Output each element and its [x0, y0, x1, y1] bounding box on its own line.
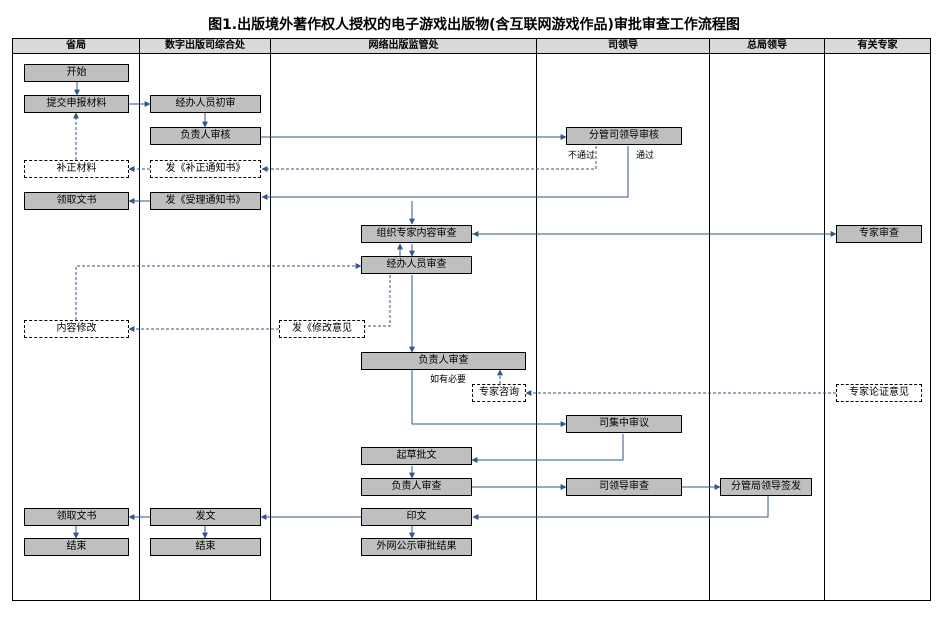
node-organize-expert-review: 组织专家内容审查: [361, 225, 472, 243]
node-expert-opinion: 专家论证意见: [836, 384, 922, 402]
lane-divider: [824, 38, 825, 601]
edge-label-pass: 通过: [636, 151, 655, 161]
node-send-supplement-notice: 发《补正通知书》: [150, 160, 261, 178]
node-receive-documents-2: 领取文书: [24, 508, 129, 526]
node-department-meeting: 司集中审议: [566, 415, 682, 433]
lane-header-experts: 有关专家: [824, 38, 931, 54]
node-content-revision: 内容修改: [24, 320, 129, 338]
lane-divider: [536, 38, 537, 601]
node-supplement-materials: 补正材料: [24, 160, 129, 178]
lane-divider: [709, 38, 710, 601]
node-bureau-leader-sign: 分管局领导签发: [720, 478, 812, 496]
node-initial-review: 经办人员初审: [150, 95, 261, 113]
node-end-2: 结束: [150, 538, 261, 556]
node-end-1: 结束: [24, 538, 129, 556]
node-draft-approval: 起草批文: [361, 447, 472, 465]
edge-label-if-needed: 如有必要: [430, 375, 467, 385]
node-head-verify: 负责人审核: [150, 127, 261, 145]
diagram-title: 图1.出版境外著作权人授权的电子游戏出版物(含互联网游戏作品)审批审查工作流程图: [208, 17, 740, 33]
node-department-leader-review: 司领导审查: [566, 478, 682, 496]
node-expert-review: 专家审查: [836, 225, 922, 243]
node-staff-review: 经办人员审查: [361, 256, 472, 274]
node-submit-materials: 提交申报材料: [24, 95, 129, 113]
node-branch-leader-review: 分管司领导审核: [566, 127, 682, 145]
node-head-review-1: 负责人审查: [361, 352, 526, 370]
node-publicize-results: 外网公示审批结果: [361, 538, 472, 556]
node-print-document: 印文: [361, 508, 472, 526]
node-issue-document: 发文: [150, 508, 261, 526]
edge-label-not-pass: 不通过: [568, 151, 596, 161]
node-send-revision-opinion: 发《修改意见: [279, 320, 365, 338]
node-receive-documents-1: 领取文书: [24, 192, 129, 210]
node-expert-consultation: 专家咨询: [472, 384, 526, 402]
node-send-acceptance-notice: 发《受理通知书》: [150, 192, 261, 210]
node-start: 开始: [24, 64, 129, 82]
lane-divider: [139, 38, 140, 601]
node-head-review-2: 负责人审查: [361, 478, 472, 496]
lane-divider: [270, 38, 271, 601]
